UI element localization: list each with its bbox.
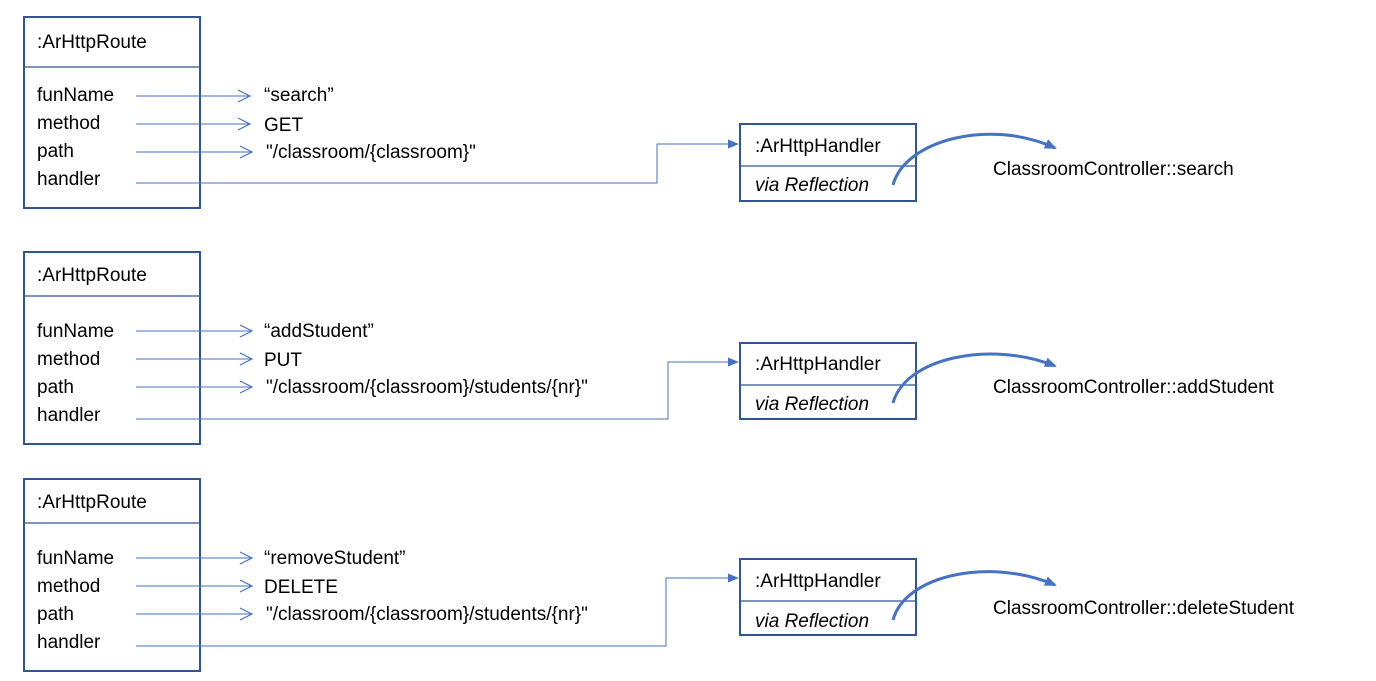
field-method: method bbox=[37, 113, 100, 134]
field-handler: handler bbox=[37, 169, 101, 190]
value-method: GET bbox=[264, 115, 303, 136]
route-box bbox=[23, 478, 201, 672]
arrow-handler bbox=[136, 357, 739, 420]
route-title: :ArHttpRoute bbox=[37, 492, 147, 513]
arrow-handler bbox=[136, 139, 739, 184]
value-method: PUT bbox=[264, 350, 302, 371]
value-funname: “search” bbox=[264, 85, 334, 106]
route-group-1: :ArHttpRoute funName method path handler… bbox=[23, 16, 1234, 209]
handler-via-reflection: via Reflection bbox=[755, 611, 869, 632]
handler-via-reflection: via Reflection bbox=[755, 394, 869, 415]
field-method: method bbox=[37, 576, 100, 597]
handler-via-reflection: via Reflection bbox=[755, 175, 869, 196]
controller-target: ClassroomController::deleteStudent bbox=[993, 598, 1295, 619]
value-path: "/classroom/{classroom}/students/{nr}" bbox=[266, 604, 588, 625]
value-funname: “removeStudent” bbox=[264, 548, 406, 569]
value-method: DELETE bbox=[264, 577, 338, 598]
value-path: "/classroom/{classroom}/students/{nr}" bbox=[266, 377, 588, 398]
field-funname: funName bbox=[37, 85, 114, 106]
reflection-curve-arrow bbox=[891, 352, 1057, 404]
field-path: path bbox=[37, 141, 74, 162]
handler-title: :ArHttpHandler bbox=[755, 571, 881, 592]
handler-title: :ArHttpHandler bbox=[755, 136, 881, 157]
controller-target: ClassroomController::addStudent bbox=[993, 377, 1275, 398]
route-title: :ArHttpRoute bbox=[37, 265, 147, 286]
handler-box bbox=[739, 558, 917, 636]
field-funname: funName bbox=[37, 548, 114, 569]
field-method: method bbox=[37, 349, 100, 370]
handler-box bbox=[739, 342, 917, 420]
arrow-handler bbox=[136, 573, 739, 647]
field-path: path bbox=[37, 604, 74, 625]
field-path: path bbox=[37, 377, 74, 398]
route-box bbox=[23, 251, 201, 445]
value-funname: “addStudent” bbox=[264, 321, 374, 342]
route-group-2: :ArHttpRoute funName method path handler… bbox=[23, 251, 1275, 445]
route-title: :ArHttpRoute bbox=[37, 32, 147, 53]
reflection-curve-arrow bbox=[891, 570, 1057, 621]
value-path: "/classroom/{classroom}" bbox=[266, 142, 476, 163]
route-box bbox=[23, 16, 201, 209]
reflection-curve-arrow bbox=[891, 132, 1057, 186]
field-handler: handler bbox=[37, 405, 101, 426]
field-handler: handler bbox=[37, 632, 101, 653]
handler-box bbox=[739, 123, 917, 202]
route-group-3: :ArHttpRoute funName method path handler… bbox=[23, 478, 1295, 672]
controller-target: ClassroomController::search bbox=[993, 159, 1234, 180]
field-funname: funName bbox=[37, 321, 114, 342]
handler-title: :ArHttpHandler bbox=[755, 354, 881, 375]
